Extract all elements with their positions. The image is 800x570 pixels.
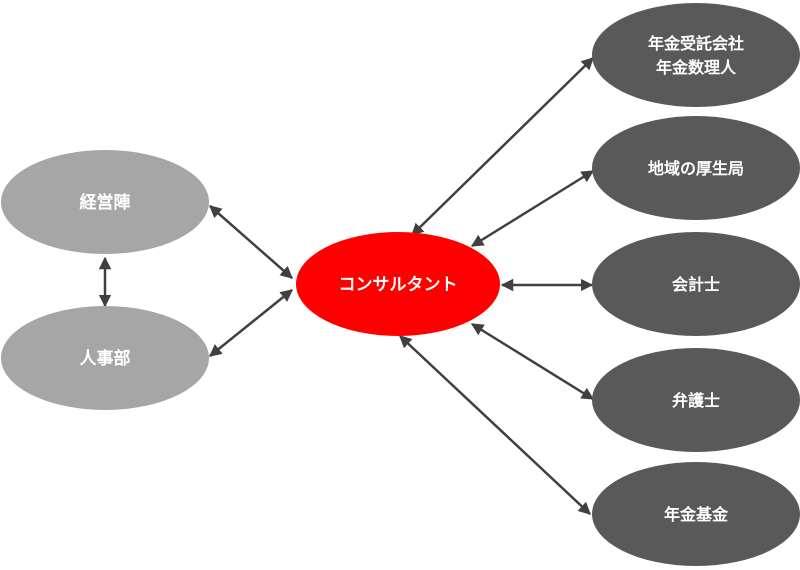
node-pension-trust-line1: 年金受託会社 xyxy=(648,34,744,53)
node-keieijin: 経営陣 xyxy=(1,150,209,254)
edge-keieijin-consultant xyxy=(209,205,293,279)
node-pension-trust-shape xyxy=(592,3,800,107)
node-consultant-label: コンサルタント xyxy=(339,275,458,295)
node-lawyer: 弁護士 xyxy=(592,348,800,452)
node-accountant-label: 会計士 xyxy=(672,275,720,294)
node-consultant-shape xyxy=(296,232,500,336)
node-accountant: 会計士 xyxy=(592,232,800,336)
node-pension-fund: 年金基金 xyxy=(592,462,800,566)
node-pension-fund-shape xyxy=(592,462,800,566)
edges xyxy=(98,57,595,515)
node-jinjibu: 人事部 xyxy=(1,306,209,410)
edge-consultant-lawyer xyxy=(470,322,595,401)
node-pension-trust: 年金受託会社 年金数理人 xyxy=(592,3,800,107)
node-regional-bureau-label: 地域の厚生局 xyxy=(648,159,744,178)
node-jinjibu-label: 人事部 xyxy=(80,348,131,369)
node-lawyer-shape xyxy=(592,348,800,452)
node-pension-trust-line2: 年金数理人 xyxy=(656,58,737,77)
node-regional-bureau-shape xyxy=(592,116,800,220)
node-keieijin-shape xyxy=(1,150,209,254)
node-jinjibu-shape xyxy=(1,306,209,410)
node-regional-bureau: 地域の厚生局 xyxy=(592,116,800,220)
node-keieijin-label: 経営陣 xyxy=(80,192,131,213)
node-lawyer-label: 弁護士 xyxy=(672,391,720,410)
edge-jinjibu-consultant xyxy=(209,289,293,357)
node-accountant-shape xyxy=(592,232,800,336)
edge-consultant-pension-trust xyxy=(411,57,594,236)
edge-consultant-pension-fund xyxy=(399,335,591,515)
node-consultant: コンサルタント xyxy=(296,232,500,336)
node-pension-fund-label: 年金基金 xyxy=(664,505,729,524)
edge-consultant-regional-bureau xyxy=(470,169,595,248)
